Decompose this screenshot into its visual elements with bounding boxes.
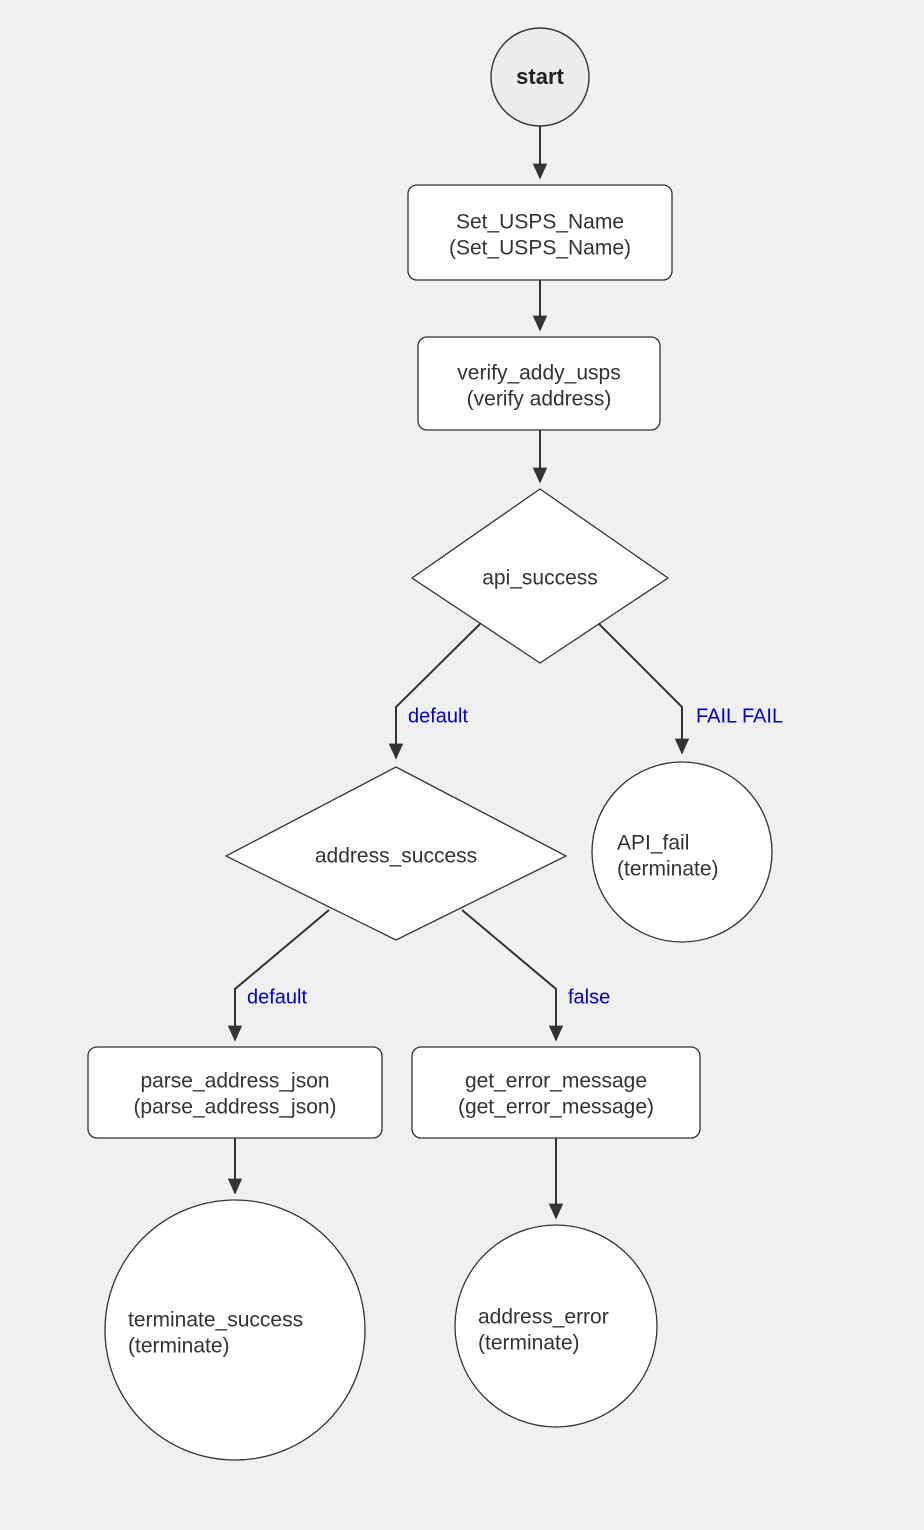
node-api-fail-label-line2: (terminate) [617, 858, 719, 881]
node-terminate-success[interactable]: terminate_success (terminate) [104, 1199, 366, 1461]
node-get-error-message[interactable]: get_error_message (get_error_message) [411, 1046, 701, 1139]
node-set-usps-name-label-line1: Set_USPS_Name [456, 211, 624, 234]
edge-layer: default FAIL FAIL default false [227, 126, 783, 1220]
node-api-fail-label-line1: API_fail [617, 832, 689, 855]
edge-label-false: false [568, 986, 610, 1008]
edge-address-success-to-parse-address-json: default [227, 909, 330, 1042]
node-api-fail[interactable]: API_fail (terminate) [591, 761, 773, 943]
node-address-error-label-line2: (terminate) [478, 1332, 580, 1355]
edge-address-success-to-get-error-message: false [461, 909, 610, 1042]
node-start[interactable]: start [490, 27, 590, 127]
node-api-success[interactable]: api_success [410, 488, 670, 664]
node-parse-address-json-label-line2: (parse_address_json) [133, 1096, 336, 1119]
node-address-success-label: address_success [315, 845, 477, 868]
node-layer: start Set_USPS_Name (Set_USPS_Name) veri… [87, 27, 773, 1461]
node-get-error-message-label-line1: get_error_message [465, 1070, 647, 1093]
edge-label-default-api: default [408, 705, 468, 727]
node-set-usps-name-label-line2: (Set_USPS_Name) [449, 237, 631, 260]
node-verify-addy-usps-label-line2: (verify address) [467, 388, 612, 411]
node-set-usps-name[interactable]: Set_USPS_Name (Set_USPS_Name) [407, 184, 673, 281]
edge-label-default-address: default [247, 986, 307, 1008]
edge-label-fail-fail: FAIL FAIL [696, 705, 783, 727]
node-verify-addy-usps[interactable]: verify_addy_usps (verify address) [417, 336, 661, 431]
node-parse-address-json-label-line1: parse_address_json [140, 1070, 329, 1093]
edge-api-success-to-api-fail: FAIL FAIL [598, 623, 783, 755]
node-parse-address-json[interactable]: parse_address_json (parse_address_json) [87, 1046, 383, 1139]
node-start-label: start [516, 64, 564, 89]
node-address-error-label-line1: address_error [478, 1306, 609, 1329]
node-verify-addy-usps-label-line1: verify_addy_usps [457, 362, 620, 385]
node-get-error-message-label-line2: (get_error_message) [458, 1096, 654, 1119]
node-api-success-label: api_success [482, 567, 598, 590]
node-address-success[interactable]: address_success [224, 766, 568, 941]
node-terminate-success-label-line1: terminate_success [128, 1309, 303, 1332]
edge-api-success-to-address-success: default [388, 623, 481, 760]
node-terminate-success-label-line2: (terminate) [128, 1335, 230, 1358]
node-address-error[interactable]: address_error (terminate) [454, 1224, 658, 1428]
